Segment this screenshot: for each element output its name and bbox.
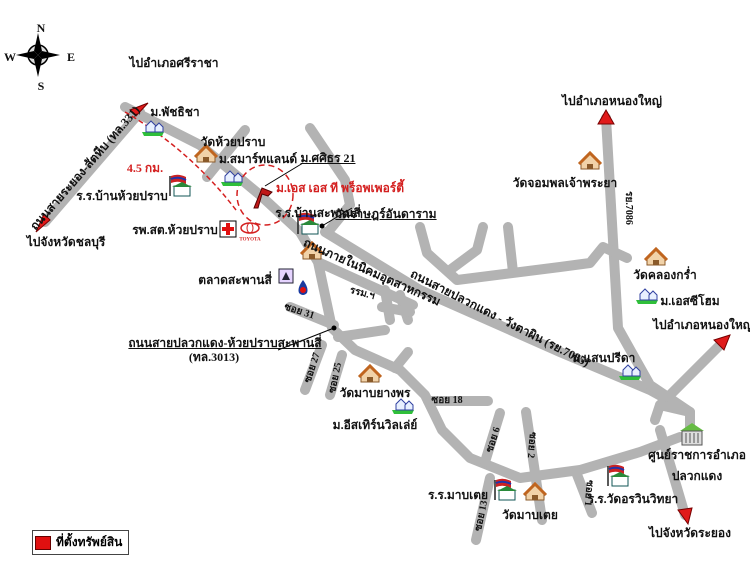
temple-icon (643, 247, 669, 267)
school-icon (494, 477, 518, 501)
government-building-icon (680, 423, 704, 446)
road-gov (650, 400, 695, 425)
label-school-worawin: ร.ร.วัดอรวินวิทยา (587, 492, 679, 506)
label-clinic: รพ.สต.ห้วยปราบ (132, 223, 218, 237)
road-east-short (333, 325, 390, 342)
temple-icon (357, 364, 383, 384)
label-gov-center-line1: ศูนย์ราชการอำเภอ (648, 448, 746, 462)
clinic-icon (219, 220, 237, 238)
label-road-7086: รย.7086 (623, 191, 634, 225)
label-eastern-village: ม.อีสเทิร์นวิลเล่ย์ (332, 418, 418, 432)
label-toyota: TOYOTA (239, 237, 261, 243)
label-wat-mapyangphon: วัดมาบยางพร (339, 386, 411, 400)
label-road-3013-code: (ทล.3013) (188, 350, 240, 364)
road-ne-2 (445, 222, 488, 275)
gas-station-icon (298, 280, 308, 295)
market-icon (278, 268, 294, 284)
road-soi31 (285, 302, 339, 330)
road-rayong (655, 425, 690, 520)
village-icon (635, 288, 659, 305)
leader-line (264, 162, 304, 187)
compass-west: W (4, 50, 16, 64)
temple-icon (577, 151, 603, 171)
arrow-chonburi-icon (35, 213, 51, 233)
arrow-nongyai-north-icon (597, 108, 615, 125)
road-soi25 (325, 350, 347, 400)
compass-north: N (36, 21, 46, 35)
road-soi1 (571, 467, 597, 518)
arrow-nongyai-east-icon (713, 334, 731, 351)
label-wat-rat: วัดราษฎร์อันดาราม (335, 207, 437, 221)
label-property: ม.เอส เอส ที พร็อพเพอร์ตี้ (275, 181, 405, 195)
label-to-rayong: ไปจังหวัดระยอง (649, 526, 731, 540)
label-to-nongyai-north: ไปอำเภอหนองใหญ่ (562, 94, 662, 108)
label-to-chonburi: ไปจังหวัดชลบุรี (26, 235, 106, 249)
label-sasithorn: ม.ศศิธร 21 (300, 151, 356, 165)
road-ne-1 (415, 222, 632, 285)
label-wat-huaiprap: วัดห้วยปราบ (200, 135, 266, 149)
label-to-sriracha: ไปอำเภอศรีราชา (129, 56, 219, 70)
label-soi-2: ซอย 2 (524, 431, 539, 459)
property-marker-icon (253, 187, 273, 209)
label-distance: 4.5 กม. (126, 161, 164, 175)
road-short (390, 347, 413, 373)
label-soi-18: ซอย 18 (431, 395, 463, 406)
label-market: ตลาดสะพานสี่ (198, 273, 272, 287)
school-icon (607, 463, 631, 487)
arrow-rayong-icon (677, 507, 693, 526)
compass-east: E (66, 50, 76, 64)
direction-arrows (35, 102, 731, 526)
road-soi13 (471, 473, 495, 545)
leader-line (277, 327, 335, 351)
compass-south: S (37, 79, 45, 93)
label-gov-center-line2: ปลวกแดง (671, 469, 723, 483)
road-331 (40, 107, 145, 227)
label-school-maptoei: ร.ร.มาบเตย (427, 488, 489, 502)
label-school-huaiprap: ร.ร.บ้านห้วยปราบ (76, 189, 168, 203)
road-industrial-4 (377, 302, 415, 317)
toyota-logo-icon (240, 222, 260, 234)
legend-label: ที่ตั้งทรัพย์สิน (56, 535, 123, 549)
road-soi2 (521, 407, 547, 525)
road-soi27 (300, 340, 327, 395)
village-icon (391, 398, 415, 415)
distance-path (124, 111, 237, 211)
label-wat-jomphon: วัดจอมพลเจ้าพระยา (512, 176, 618, 190)
temple-icon (522, 482, 548, 502)
label-school-saphansi: ร.ร.บ้านสะพานสี่ (275, 206, 361, 220)
label-saenprida: ม.แสนปรีดา (572, 351, 636, 365)
label-smartland: ม.สมาร์ทแลนด์ (218, 152, 298, 166)
label-road-3013: ถนนสายปลวกแดง-ห้วยปราบสะพานสี่ (128, 336, 322, 350)
label-wat-maptoei: วัดมาบเตย (502, 508, 558, 522)
road-soi6 (480, 408, 505, 467)
school-icon (169, 173, 193, 197)
leader-line (321, 207, 353, 227)
label-phatchicha: ม.พัชธิชา (150, 105, 200, 119)
road-wat-huaiprap (202, 125, 250, 182)
road-3013-main (120, 102, 685, 483)
road-sasithorn (305, 123, 355, 237)
label-sc-home: ม.เอสซีโฮม (660, 294, 720, 308)
arrow-sriracha-icon (129, 102, 149, 117)
map-legend: ที่ตั้งทรัพย์สิน (32, 530, 130, 555)
property-radius (236, 164, 294, 226)
label-to-nongyai-east: ไปอำเภอหนองใหญ่ (653, 318, 750, 332)
compass-icon (16, 33, 60, 77)
legend-swatch-icon (35, 535, 51, 550)
road-ne-3 (503, 222, 518, 277)
label-wat-khlongkram: วัดคลองกร่ำ (633, 268, 697, 282)
road-nongyai-east (655, 338, 727, 410)
